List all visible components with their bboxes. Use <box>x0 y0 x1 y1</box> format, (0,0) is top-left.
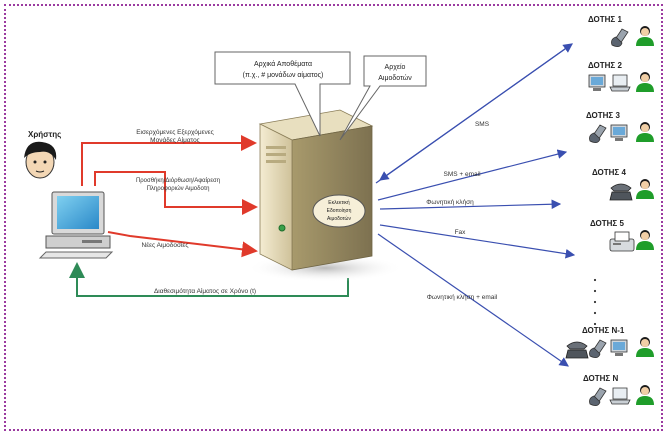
callout-stock-line1: Αρχικά Αποθέματα <box>254 60 312 68</box>
channel-voice: Φωνητική κλήση <box>379 199 562 210</box>
donor-person-icon <box>636 385 654 405</box>
telephone-icon <box>609 183 633 201</box>
callout-stock: Αρχικά Αποθέματα (π.χ., # μονάδων αίματο… <box>214 51 351 137</box>
channel-voice-email-label: Φωνητική κλήση + email <box>427 294 498 301</box>
server-label-line1: Εκλεκτική <box>328 199 350 206</box>
flow-donor-edit-line1: Προσθήκη/Διόρθωση/Αφαίρεση <box>136 177 220 184</box>
donor-4: ΔΟΤΗΣ 4 <box>592 168 654 201</box>
server-icon <box>247 109 403 282</box>
donor-2: ΔΟΤΗΣ 2 <box>588 61 654 92</box>
flow-incoming-units-line1: Εισερχόμενες Εξερχόμενες <box>136 128 214 136</box>
computer-icon <box>38 191 114 259</box>
user-label: Χρήστης <box>28 130 61 139</box>
mobile-phone-icon <box>589 124 607 143</box>
donor-person-icon <box>636 337 654 357</box>
mobile-phone-icon <box>589 387 607 406</box>
callout-donors-file: Αρχείο Αιμοδοτών <box>339 55 427 141</box>
donor-person-icon <box>636 122 654 142</box>
laptop-icon <box>609 387 631 405</box>
callout-donors-file-line2: Αιμοδοτών <box>378 74 412 82</box>
server-label-line2: Εδοποίηση <box>327 208 352 214</box>
server-label-line3: Αιμοδοτών <box>327 215 351 222</box>
donor-person-icon <box>636 230 654 250</box>
mobile-phone-icon <box>589 339 607 358</box>
donor-person-icon <box>636 26 654 46</box>
flow-incoming-units-line2: Μονάδες Αίματος <box>150 136 200 144</box>
donor-1: ΔΟΤΗΣ 1 <box>588 15 654 47</box>
donor-person-icon <box>636 179 654 199</box>
donor-label: ΔΟΤΗΣ 4 <box>592 168 626 177</box>
donor-label: ΔΟΤΗΣ 2 <box>588 61 622 70</box>
donor-person-icon <box>636 72 654 92</box>
flow-availability: Διαθεσιμότητα Αίματος σε Χρόνο (t) <box>69 262 349 297</box>
donor-label: ΔΟΤΗΣ Ν <box>583 374 618 383</box>
channel-fax: Fax <box>379 224 576 259</box>
user-avatar-icon <box>24 141 57 179</box>
channel-sms-label: SMS <box>475 121 490 128</box>
diagram-frame <box>4 4 663 431</box>
laptop-icon <box>609 74 631 92</box>
desktop-icon <box>610 124 628 141</box>
donor-5: ΔΟΤΗΣ 5 <box>590 219 654 252</box>
donor-ellipsis <box>593 278 597 326</box>
flow-donor-edit-line2: Πληροφοριών Αιμοδοτη <box>147 186 210 192</box>
channel-sms: SMS <box>375 43 573 184</box>
desktop-icon <box>610 339 628 356</box>
mobile-phone-icon <box>611 28 629 47</box>
desktop-icon <box>588 74 606 91</box>
donor-label: ΔΟΤΗΣ Ν-1 <box>582 326 625 335</box>
channel-sms-email-label: SMS + email <box>443 171 481 178</box>
donor-label: ΔΟΤΗΣ 3 <box>586 111 620 120</box>
channel-voice-email: Φωνητική κλήση + email <box>377 233 569 367</box>
donor-3: ΔΟΤΗΣ 3 <box>586 111 654 143</box>
donor-7: ΔΟΤΗΣ Ν <box>583 374 654 406</box>
callout-stock-line2: (π.χ., # μονάδων αίματος) <box>243 71 324 79</box>
server-label-bubble <box>312 194 366 228</box>
callout-donors-file-line1: Αρχείο <box>385 63 406 71</box>
flow-new-donors-label: Νέες Αιμοδοσίες <box>142 241 189 249</box>
fax-icon <box>609 231 635 252</box>
channel-sms-email: SMS + email <box>377 149 568 201</box>
donors-list: ΔΟΤΗΣ 1 ΔΟΤΗΣ 2 ΔΟΤΗΣ 3 ΔΟΤΗΣ 4 ΔΟΤΗΣ 5 ΔΟΤΗΣ… <box>565 15 654 406</box>
donor-label: ΔΟΤΗΣ 1 <box>588 15 622 24</box>
flow-availability-label: Διαθεσιμότητα Αίματος σε Χρόνο (t) <box>154 287 256 295</box>
donor-label: ΔΟΤΗΣ 5 <box>590 219 624 228</box>
donor-6: ΔΟΤΗΣ Ν-1 <box>565 326 654 359</box>
flow-new-donors: Νέες Αιμοδοσίες <box>107 231 258 258</box>
channel-fax-label: Fax <box>455 229 467 236</box>
flow-incoming-units: Εισερχόμενες Εξερχόμενες Μονάδες Αίματος <box>81 128 257 186</box>
flow-donor-edit: Προσθήκη/Διόρθωση/Αφαίρεση Πληροφοριών Α… <box>94 171 258 215</box>
telephone-icon <box>565 341 589 359</box>
channel-voice-label: Φωνητική κλήση <box>426 199 474 206</box>
